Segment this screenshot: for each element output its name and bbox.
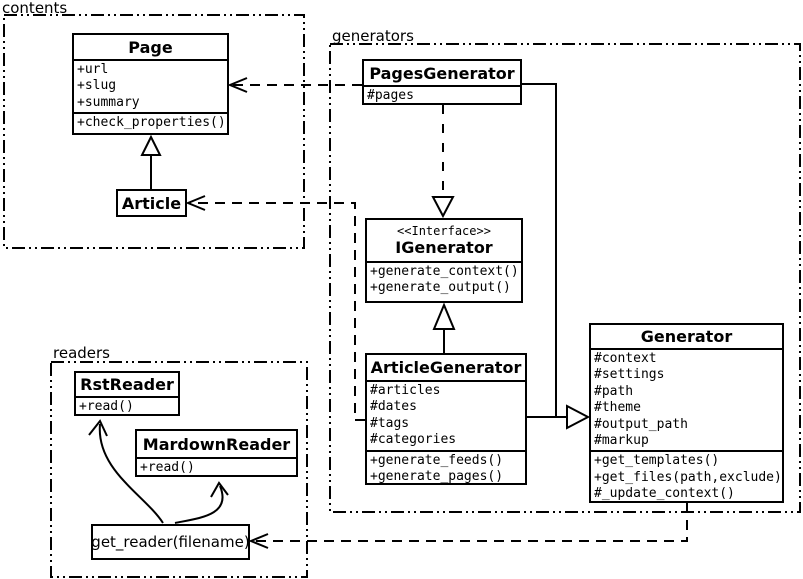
dependency-articlegenerator-article-arrowhead — [185, 195, 206, 211]
generalization-article-page-triangle — [140, 134, 162, 156]
class-page-title: Page — [74, 35, 227, 61]
attribute: +url — [77, 62, 109, 77]
dependency-generator-getreader-line — [253, 503, 688, 542]
generalization-pagesgenerator-generator-line — [521, 83, 567, 418]
class-rst-reader-methods: +read() — [76, 398, 178, 416]
method: +get_files(path,exclude) — [594, 469, 782, 485]
class-page-attributes: +url +slug +summary — [74, 61, 227, 115]
attribute: #tags — [370, 415, 410, 431]
arrow-getreader-rstreader-arrowhead — [88, 419, 108, 437]
readers-package-label: readers — [53, 344, 110, 362]
dependency-pagesgenerator-page-arrowhead — [227, 77, 248, 93]
method: +check_properties() — [77, 115, 226, 131]
class-generator: Generator #context #settings #path #them… — [589, 323, 784, 503]
attribute: #markup — [594, 433, 649, 449]
class-pages-generator-attributes: #pages — [364, 87, 520, 105]
function-get-reader-label: get_reader(filename) — [91, 533, 250, 551]
attribute: #theme — [594, 400, 641, 416]
class-mardown-reader-methods: +read() — [137, 459, 296, 477]
class-article-title: Article — [121, 193, 182, 213]
attribute: #articles — [370, 383, 441, 398]
interface-igenerator-methods: +generate_context() +generate_output() — [367, 263, 521, 298]
class-page-methods: +check_properties() — [74, 114, 227, 132]
arrow-getreader-mardownreader-curve — [174, 485, 224, 524]
attribute: #output_path — [594, 416, 688, 432]
method: +generate_feeds() — [370, 452, 504, 468]
realization-pagesgenerator-igenerator-triangle — [431, 196, 455, 219]
method: +generate_pages() — [370, 469, 504, 485]
class-article-generator: ArticleGenerator #articles #dates #tags … — [365, 353, 527, 485]
interface-name: IGenerator — [395, 238, 493, 257]
dependency-articlegenerator-article-line — [190, 202, 365, 421]
attribute: #pages — [367, 88, 414, 103]
class-article-generator-title: ArticleGenerator — [367, 355, 525, 382]
class-pages-generator: PagesGenerator #pages — [362, 59, 522, 105]
method: +get_templates() — [594, 453, 720, 469]
class-generator-attributes: #context #settings #path #theme #output_… — [591, 350, 782, 453]
method: +generate_output() — [370, 280, 511, 296]
attribute: #path — [594, 383, 634, 399]
generators-package-label: generators — [332, 27, 414, 45]
attribute: #settings — [594, 367, 665, 383]
attribute: +slug — [77, 78, 117, 94]
method: #_update_context() — [594, 486, 735, 502]
class-page: Page +url +slug +summary +check_properti… — [72, 33, 229, 135]
dependency-generator-getreader-arrowhead — [248, 533, 269, 549]
function-get-reader: get_reader(filename) — [91, 524, 250, 560]
attribute: +summary — [77, 94, 140, 110]
attribute: #categories — [370, 432, 457, 448]
method: +generate_context() — [370, 264, 519, 279]
attribute: #dates — [370, 399, 417, 415]
generalization-generator-triangle — [566, 404, 591, 430]
attribute: #context — [594, 351, 657, 366]
class-article: Article — [116, 189, 187, 217]
method: +read() — [140, 460, 195, 475]
method: +read() — [79, 399, 134, 414]
interface-igenerator: <<Interface>> IGenerator +generate_conte… — [365, 218, 523, 303]
class-generator-title: Generator — [591, 325, 782, 350]
class-pages-generator-title: PagesGenerator — [364, 61, 520, 87]
class-rst-reader: RstReader +read() — [74, 371, 180, 416]
class-article-generator-attributes: #articles #dates #tags #categories — [367, 382, 525, 452]
class-generator-methods: +get_templates() +get_files(path,exclude… — [591, 452, 782, 503]
class-rst-reader-title: RstReader — [76, 373, 178, 398]
interface-stereotype: <<Interface>> — [397, 224, 491, 238]
class-mardown-reader: MardownReader +read() — [135, 429, 298, 477]
generalization-articlegenerator-igenerator-triangle — [432, 302, 456, 330]
interface-igenerator-title: <<Interface>> IGenerator — [367, 220, 521, 263]
class-mardown-reader-title: MardownReader — [137, 431, 296, 459]
arrow-getreader-mardownreader-arrowhead — [210, 481, 229, 498]
class-article-generator-methods: +generate_feeds() +generate_pages() — [367, 452, 525, 487]
contents-package-label: contents — [2, 0, 68, 17]
